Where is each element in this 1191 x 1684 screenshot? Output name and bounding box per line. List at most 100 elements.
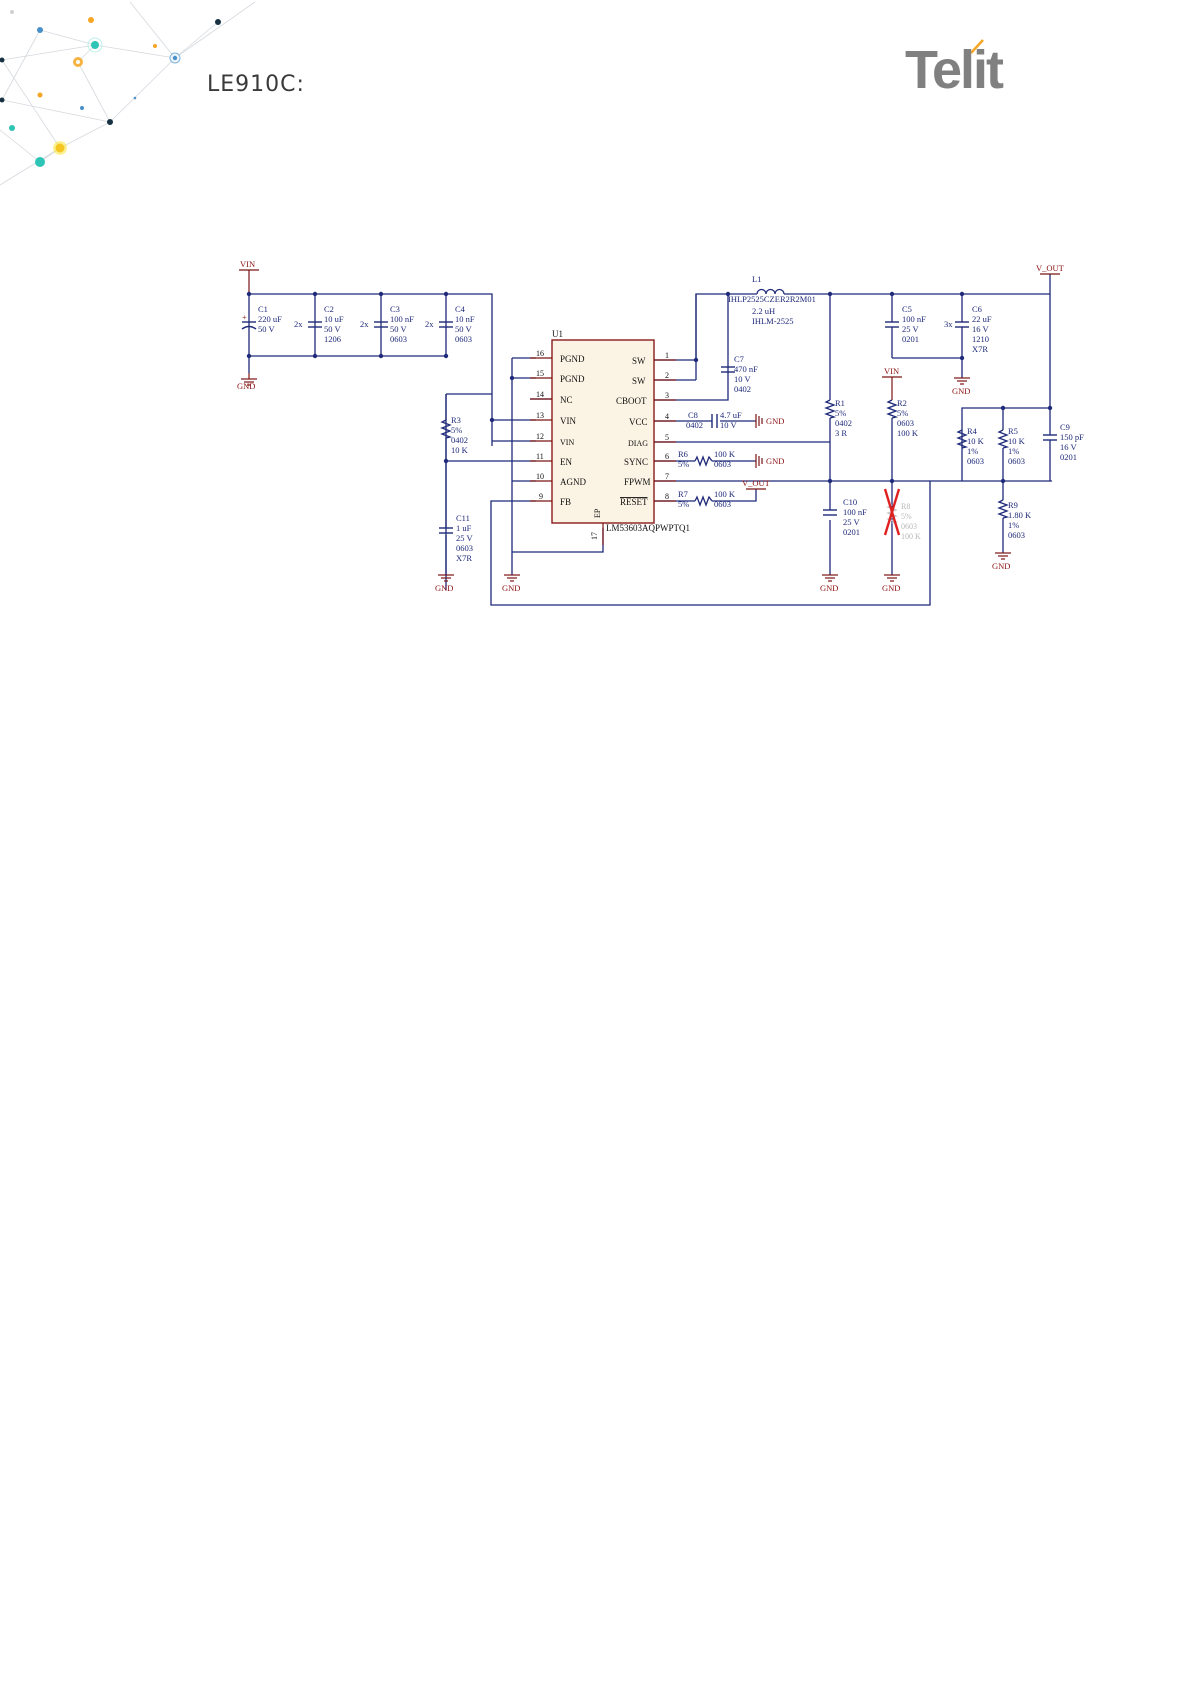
svg-text:2.2 uH: 2.2 uH xyxy=(752,306,775,316)
multiplier: 3x xyxy=(944,319,953,329)
label-c5: C5 100 nF 25 V 0201 xyxy=(902,304,926,344)
net-label-gnd: GND xyxy=(766,416,784,426)
pin-number: 11 xyxy=(536,452,544,461)
svg-text:1%: 1% xyxy=(1008,520,1019,530)
svg-text:0402: 0402 xyxy=(734,384,751,394)
net-label-gnd: GND xyxy=(882,583,900,593)
pin-number: 6 xyxy=(665,452,669,461)
svg-text:100 K: 100 K xyxy=(901,532,921,541)
pin-name: FPWM xyxy=(624,477,651,487)
svg-text:1206: 1206 xyxy=(324,334,341,344)
pin-number: 8 xyxy=(665,492,669,501)
label-r1: R1 5% 0402 3 R xyxy=(835,398,852,438)
svg-text:R2: R2 xyxy=(897,398,907,408)
svg-text:25 V: 25 V xyxy=(902,324,919,334)
net-label-vin: VIN xyxy=(240,259,255,269)
svg-text:100 nF: 100 nF xyxy=(843,507,867,517)
label-c7: C7 470 nF 10 V 0402 xyxy=(734,354,758,394)
pin-name: VIN xyxy=(560,438,574,447)
ic-u1-body xyxy=(551,339,655,524)
svg-text:L1: L1 xyxy=(752,274,761,284)
svg-text:0603: 0603 xyxy=(1008,530,1025,540)
pin-number: 1 xyxy=(665,351,669,360)
svg-text:5%: 5% xyxy=(678,459,689,469)
pin-number: 13 xyxy=(536,411,544,420)
pin-number: 16 xyxy=(536,349,544,358)
svg-text:C5: C5 xyxy=(902,304,912,314)
label-r3: R3 5% 0402 10 K xyxy=(451,415,469,455)
net-label-gnd: GND xyxy=(992,561,1010,571)
label-r8-dnp: R8 5% 0603 100 K xyxy=(901,502,921,541)
svg-text:C6: C6 xyxy=(972,304,982,314)
svg-text:100 K: 100 K xyxy=(897,428,919,438)
multiplier: 2x xyxy=(294,319,303,329)
svg-text:1%: 1% xyxy=(967,446,978,456)
multiplier: 2x xyxy=(425,319,434,329)
svg-text:0402: 0402 xyxy=(686,420,703,430)
svg-text:0201: 0201 xyxy=(902,334,919,344)
pin-number: 7 xyxy=(665,472,669,481)
svg-text:100 nF: 100 nF xyxy=(902,314,926,324)
telit-logo: Telit xyxy=(905,39,1006,98)
svg-text:R1: R1 xyxy=(835,398,845,408)
label-c10: C10 100 nF 25 V 0201 xyxy=(843,497,867,537)
svg-text:IHLP2525CZER2R2M01: IHLP2525CZER2R2M01 xyxy=(728,294,816,304)
svg-text:10 V: 10 V xyxy=(734,374,751,384)
svg-text:R6: R6 xyxy=(678,449,688,459)
net-label-gnd: GND xyxy=(952,386,970,396)
svg-text:0603: 0603 xyxy=(390,334,407,344)
pin-name: FB xyxy=(560,497,571,507)
label-r2: R2 5% 0603 100 K xyxy=(897,398,919,438)
svg-text:X7R: X7R xyxy=(456,553,472,563)
label-l1: L1 IHLP2525CZER2R2M01 2.2 uH IHLM-2525 xyxy=(728,274,816,326)
pin-name: SW xyxy=(632,376,646,386)
pin-name: PGND xyxy=(560,374,585,384)
svg-text:50 V: 50 V xyxy=(258,324,275,334)
svg-text:10 nF: 10 nF xyxy=(455,314,475,324)
ic-ep-label: EP xyxy=(593,508,602,518)
svg-text:100 nF: 100 nF xyxy=(390,314,414,324)
pin-number: 5 xyxy=(665,433,669,442)
svg-text:0603: 0603 xyxy=(897,418,914,428)
label-r5: R5 10 K 1% 0603 xyxy=(1008,426,1026,466)
multiplier: 2x xyxy=(360,319,369,329)
pin-name: SYNC xyxy=(624,457,648,467)
label-c6: C6 22 uF 16 V 1210 X7R xyxy=(972,304,992,354)
svg-text:25 V: 25 V xyxy=(843,517,860,527)
svg-text:C2: C2 xyxy=(324,304,334,314)
pin-name: VCC xyxy=(629,417,648,427)
pin-name: DIAG xyxy=(628,439,648,448)
label-c4: C4 10 nF 50 V 0603 xyxy=(455,304,475,344)
net-label-gnd: GND xyxy=(766,456,784,466)
svg-text:C4: C4 xyxy=(455,304,466,314)
svg-text:1210: 1210 xyxy=(972,334,989,344)
svg-text:3 R: 3 R xyxy=(835,428,847,438)
label-c1: C1 220 uF 50 V xyxy=(258,304,282,334)
svg-text:R3: R3 xyxy=(451,415,461,425)
svg-text:0402: 0402 xyxy=(835,418,852,428)
pin-number: 14 xyxy=(536,390,544,399)
svg-text:C3: C3 xyxy=(390,304,400,314)
ic-part-number: LM53603AQPWPTQ1 xyxy=(606,523,690,533)
ic-ref: U1 xyxy=(552,329,563,339)
svg-text:22 uF: 22 uF xyxy=(972,314,992,324)
svg-text:+: + xyxy=(242,312,247,322)
pin-name: CBOOT xyxy=(616,396,647,406)
svg-text:C10: C10 xyxy=(843,497,857,507)
svg-text:R7: R7 xyxy=(678,489,688,499)
svg-text:C9: C9 xyxy=(1060,422,1070,432)
svg-text:50 V: 50 V xyxy=(455,324,472,334)
pin-number: 4 xyxy=(665,412,669,421)
pin-name: AGND xyxy=(560,477,586,487)
svg-text:10 K: 10 K xyxy=(1008,436,1026,446)
buck-converter-schematic: U1 LM53603AQPWPTQ1 EP 17 16 PGND 15 PGND… xyxy=(237,259,1084,606)
label-r4: R4 10 K 1% 0603 xyxy=(967,426,985,466)
pin-name: RESET xyxy=(620,497,648,507)
svg-text:0603: 0603 xyxy=(1008,456,1025,466)
pin-number: 12 xyxy=(536,432,544,441)
svg-text:0603: 0603 xyxy=(714,459,731,469)
pin-number: 15 xyxy=(536,369,544,378)
svg-text:5%: 5% xyxy=(451,425,462,435)
svg-text:100 K: 100 K xyxy=(714,489,736,499)
pin-name: VIN xyxy=(560,416,576,426)
